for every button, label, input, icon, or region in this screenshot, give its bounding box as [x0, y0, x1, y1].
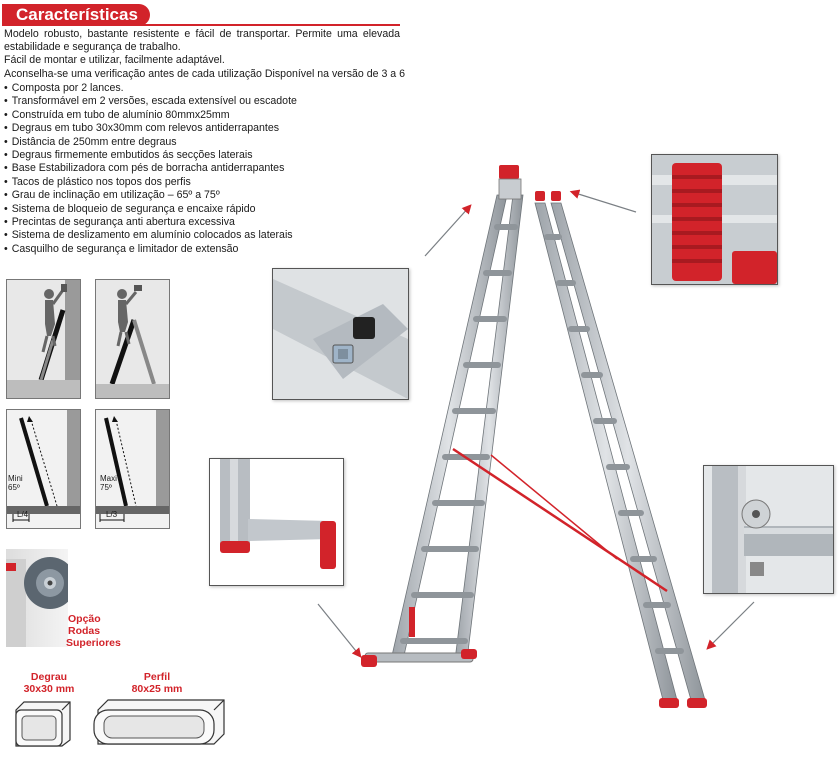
feature-item: Degraus firmemente embutidos ás secções …	[4, 149, 404, 162]
max-angle-label: Maxi 75º	[100, 474, 117, 492]
option-label: Opção Rodas Superiores	[66, 613, 121, 649]
lock-detail-photo	[272, 268, 409, 400]
feature-item: Distância de 250mm entre degraus	[4, 136, 404, 149]
arrow-icon	[424, 204, 472, 257]
feature-item: Sistema de deslizamento em alumínio colo…	[4, 229, 404, 242]
step-section-label: Degrau 30x30 mm	[23, 671, 75, 695]
feature-item: Precintas de segurança anti abertura exc…	[4, 216, 404, 229]
feature-item: Composta por 2 lances.	[4, 82, 404, 95]
feature-item: Degraus em tubo 30x30mm com relevos anti…	[4, 122, 404, 135]
feature-item: Construída em tubo de alumínio 80mmx25mm	[4, 109, 404, 122]
slide-system-icon	[704, 466, 833, 593]
max-angle-diagram: Maxi 75º L/3	[95, 409, 170, 529]
wheel-photo	[6, 549, 68, 647]
feature-item: Casquilho de segurança e limitador de ex…	[4, 243, 404, 256]
hinge-detail-photo	[703, 465, 834, 594]
feature-item: Base Estabilizadora com pés de borracha …	[4, 162, 404, 175]
profile-section-label: Perfil 80x25 mm	[131, 671, 183, 695]
dim-label-2: L/3	[106, 510, 118, 519]
feature-item: Sistema de bloqueio de segurança e encai…	[4, 203, 404, 216]
feature-item: Grau de inclinação em utilização – 65º a…	[4, 189, 404, 202]
intro-paragraph: Modelo robusto, bastante resistente e fá…	[4, 28, 400, 54]
arrow-icon	[706, 601, 755, 650]
arrow-icon	[317, 603, 362, 658]
feature-item: Transformável em 2 versões, escada exten…	[4, 95, 404, 108]
rail-profile-icon	[93, 699, 225, 745]
feature-item: Tacos de plástico nos topos dos perfis	[4, 176, 404, 189]
foot-detail-photo	[209, 458, 344, 586]
safety-lock-icon	[273, 269, 408, 399]
feature-list: Composta por 2 lances. Transformável em …	[4, 82, 404, 256]
intro-paragraph: Aconselha-se uma verificação antes de ca…	[4, 67, 406, 80]
wheel-icon	[6, 557, 68, 647]
usage-stepladder-pictogram	[95, 279, 170, 399]
arrow-icon	[569, 189, 637, 213]
section-header: Características	[2, 4, 150, 26]
min-angle-diagram: Mini 65º L/4	[6, 409, 81, 529]
dim-label: L/4	[17, 510, 29, 519]
intro-paragraph: Fácil de montar e utilizar, facilmente a…	[4, 54, 225, 67]
min-angle-label: Mini 65º	[8, 474, 23, 492]
header-rule	[2, 24, 400, 26]
painter-stepladder-icon	[96, 285, 169, 398]
rubber-foot-icon	[210, 459, 343, 585]
ladder-illustration	[361, 165, 707, 708]
plastic-cap-icon	[652, 155, 777, 284]
section-title: Características	[16, 5, 138, 24]
step-profile-icon	[15, 701, 71, 747]
top-cap-photo	[651, 154, 778, 285]
intro-text: Modelo robusto, bastante resistente e fá…	[4, 28, 406, 81]
usage-extension-pictogram	[6, 279, 81, 399]
painter-extension-icon	[7, 280, 80, 398]
